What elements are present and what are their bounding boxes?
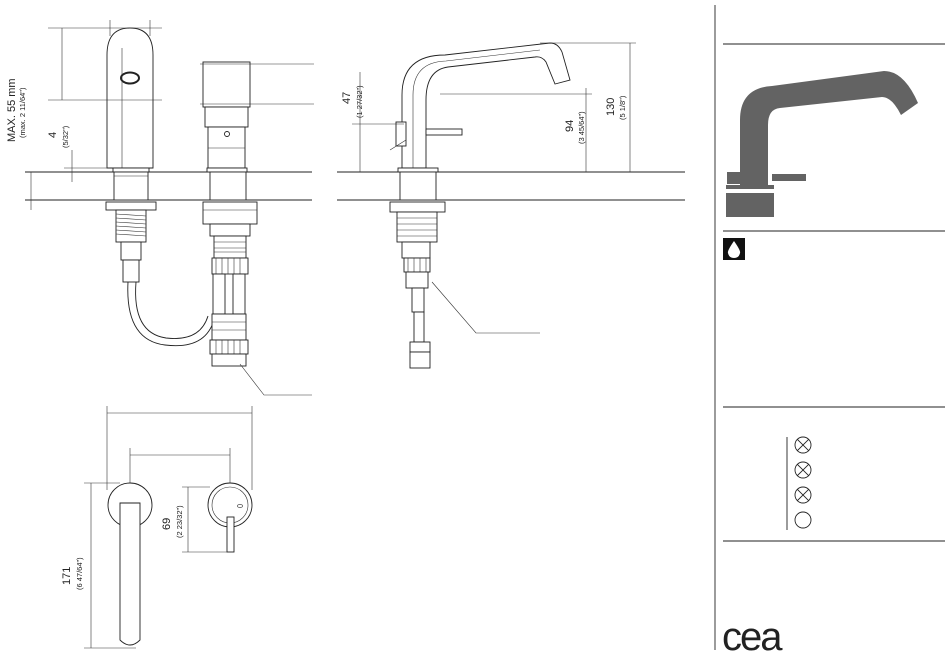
- brand-logo: cea: [722, 615, 783, 655]
- outlet-height-mm: 94: [564, 120, 576, 132]
- spout-height-mm: 47: [341, 92, 353, 104]
- circle-icon: [795, 512, 811, 528]
- clearance-inch: (5/32"): [61, 125, 70, 148]
- side-view-drawing: [337, 43, 685, 368]
- total-height-mm: 130: [605, 98, 617, 116]
- centers-inch: (2 23/32"): [175, 505, 184, 538]
- spout-height-inch: (1 27/32"): [355, 85, 364, 118]
- outlet-height-inch: (3 45/64"): [577, 111, 586, 144]
- crossed-circle-icon: [795, 437, 811, 453]
- crossed-circle-icon: [795, 487, 811, 503]
- front-view-drawing: [25, 20, 314, 395]
- water-drop-icon: [723, 238, 745, 260]
- spout-reach-mm: 171: [61, 567, 73, 585]
- centers-mm: 69: [161, 518, 173, 530]
- total-height-inch: (5 1/8"): [618, 95, 627, 120]
- max-thickness-inch: (max. 2 11/64"): [18, 87, 27, 138]
- spout-reach-inch: (6 47/64"): [75, 557, 84, 590]
- product-silhouette: [726, 71, 918, 217]
- clearance-mm: 4: [47, 132, 59, 138]
- crossed-circle-icon: [795, 462, 811, 478]
- max-thickness-mm: MAX. 55 mm: [6, 78, 18, 142]
- option-icons: [787, 437, 811, 530]
